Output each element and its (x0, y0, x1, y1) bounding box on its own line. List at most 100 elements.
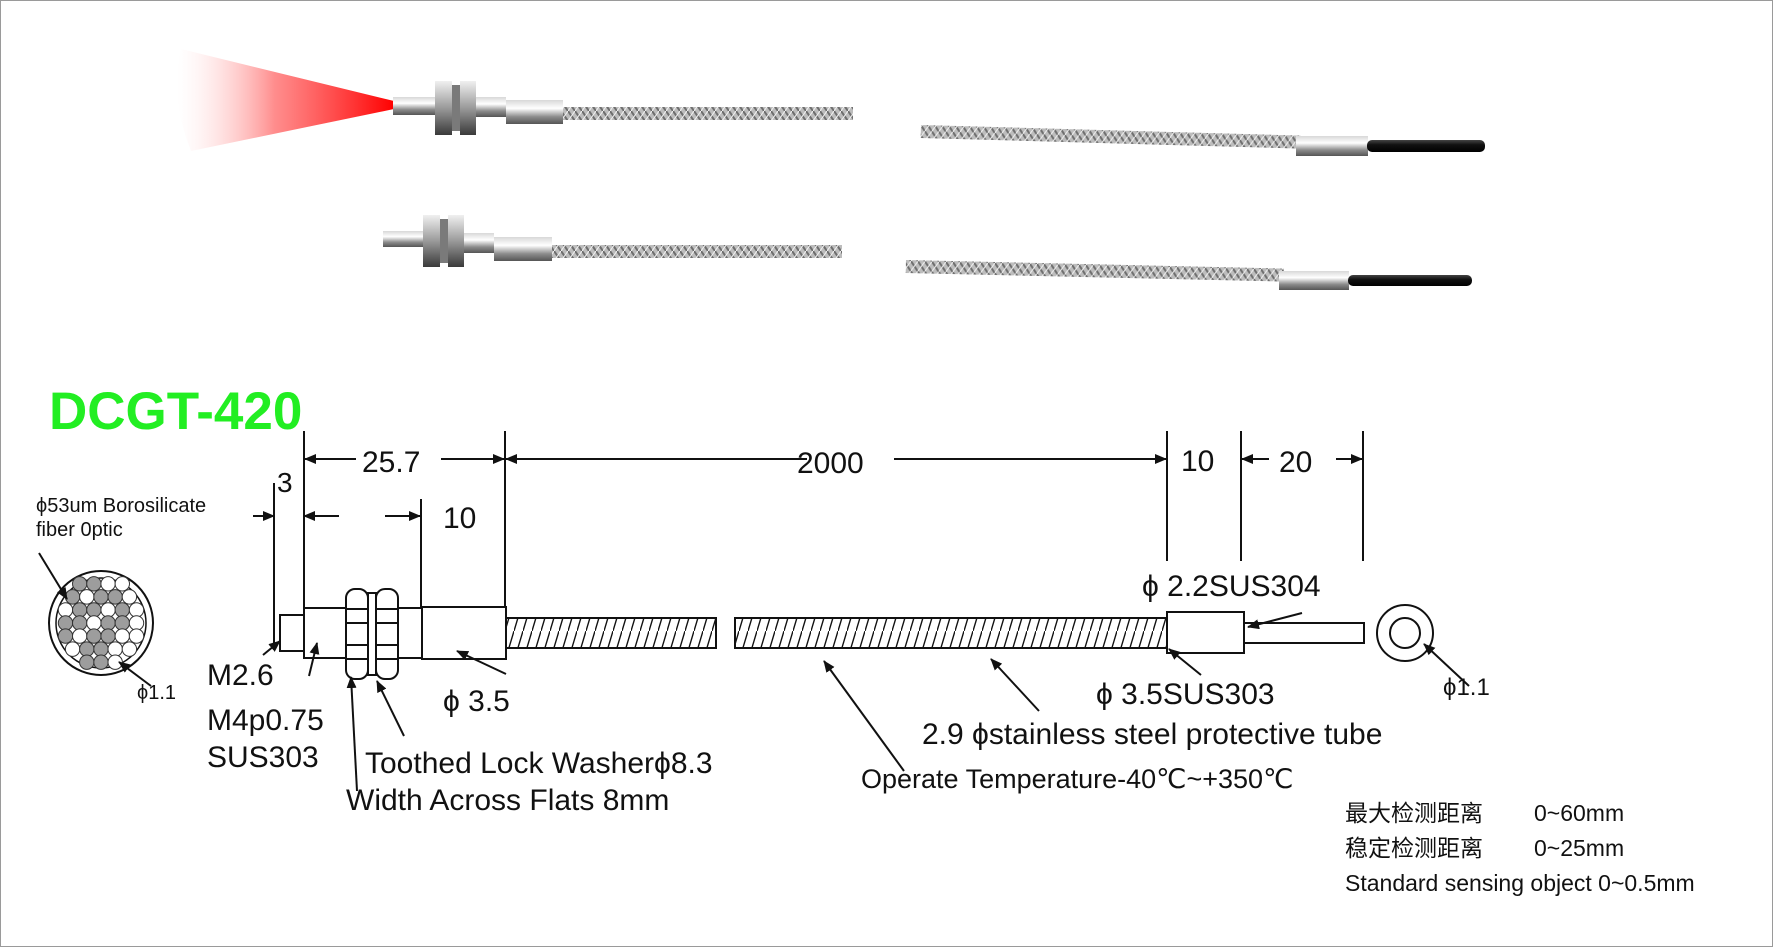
fiber-core (121, 589, 138, 605)
fiber-core (72, 615, 88, 631)
protective-tube-hatched (734, 617, 1168, 649)
dim-cable-length: 2000 (797, 447, 864, 480)
spec-name: 稳定检测距离 (1345, 835, 1483, 861)
end-view-inner (1389, 617, 1421, 649)
thread-stud (383, 231, 423, 247)
fiber-core (128, 615, 145, 631)
fiber-core (93, 654, 109, 670)
fiber-core (100, 576, 116, 592)
fiber-core (57, 628, 74, 644)
braided-tube (552, 245, 842, 258)
fiber-core (86, 576, 102, 592)
spec-value: 0~25mm (1534, 835, 1624, 861)
dim-tip-length: 20 (1279, 446, 1312, 479)
light-beam (176, 49, 394, 151)
hex-nut (460, 81, 476, 135)
nut-outline (345, 588, 369, 680)
lock-washer (440, 219, 448, 263)
spec-name: Standard sensing object 0~0.5mm (1345, 870, 1695, 896)
nut-outline (375, 588, 399, 680)
ferrule (1279, 271, 1349, 290)
fiber-core (57, 602, 74, 618)
fiber-core (93, 641, 109, 657)
fiber-core (79, 589, 95, 605)
ferrule-spec-label: ϕ 3.5SUS303 (1096, 678, 1275, 711)
braided-tube (920, 124, 1301, 149)
threaded-body (476, 97, 506, 117)
sleeve-d3.5 (421, 606, 507, 660)
fiber-spec-line1: ϕ53um Borosilicate (36, 495, 206, 517)
fiber-bundle-section (48, 570, 154, 676)
sleeve (494, 237, 552, 261)
fiber-core (128, 628, 145, 644)
fiber-diameter: ϕ1.1 (137, 682, 176, 704)
fiber-core (114, 576, 131, 592)
model-title: DCGT-420 (49, 382, 302, 441)
braided-tube (905, 259, 1284, 282)
protective-tube-hatched (505, 617, 717, 649)
photo-sensor-with-beam (176, 49, 1485, 156)
flats-label: Width Across Flats 8mm (346, 784, 669, 817)
fiber-core (100, 615, 116, 631)
body-material-label: SUS303 (207, 741, 319, 774)
ferrule-d3.5 (1166, 611, 1245, 654)
spec-list: 最大检测距离 0~60mm 稳定检测距离 0~25mm Standard sen… (1345, 800, 1695, 896)
fiber-core (79, 654, 95, 670)
fiber-core (100, 602, 116, 618)
dim-thread-length: 3 (277, 467, 293, 498)
fiber-spec-line2: fiber 0ptic (36, 519, 123, 541)
hex-nut (423, 215, 440, 267)
body-thread-label: M4p0.75 (207, 704, 324, 737)
fiber-core (107, 589, 123, 605)
hex-nut (435, 81, 452, 135)
fiber-core (72, 576, 88, 592)
fiber-core (114, 628, 131, 644)
fiber-core (64, 589, 81, 605)
spec-name: 最大检测距离 (1345, 800, 1483, 826)
black-fiber-tip (1367, 140, 1485, 152)
fiber-core (72, 628, 88, 644)
dim-ferrule-length: 10 (1181, 445, 1214, 478)
ferrule (1296, 136, 1368, 156)
fiber-core (79, 641, 95, 657)
sleeve-diameter: ϕ 3.5 (443, 685, 510, 718)
photo-sensor (383, 215, 1472, 290)
end-view-diameter: ϕ1.1 (1443, 674, 1490, 701)
fiber-core (100, 628, 116, 644)
black-fiber-tip (1348, 275, 1472, 286)
lock-washer (452, 85, 460, 131)
hex-nut (448, 215, 464, 267)
tube-label: 2.9 ϕstainless steel protective tube (922, 718, 1382, 751)
washer-outline (367, 592, 377, 676)
tip-d2.2 (1243, 622, 1365, 644)
temperature-label: Operate Temperature-40℃~+350℃ (861, 764, 1293, 794)
fiber-core (57, 615, 74, 631)
sensor-drawing (279, 588, 1434, 680)
fiber-core (107, 641, 123, 657)
fiber-core (86, 615, 102, 631)
dim-head-length: 25.7 (362, 446, 420, 479)
braided-tube (563, 107, 853, 120)
dimension-lines (253, 454, 1363, 521)
fiber-core (72, 602, 88, 618)
fiber-core (64, 641, 81, 657)
fiber-core (93, 589, 109, 605)
dim-sleeve-length: 10 (443, 502, 476, 535)
fiber-core (86, 628, 102, 644)
fiber-core (114, 615, 131, 631)
fiber-core (114, 602, 131, 618)
thread-label: M2.6 (207, 659, 274, 692)
fiber-core (121, 641, 138, 657)
sleeve (506, 100, 563, 124)
fiber-core (128, 602, 145, 618)
washer-label: Toothed Lock Washerϕ8.3 (365, 747, 713, 780)
thread-m2.6 (279, 614, 305, 652)
threaded-body (464, 233, 494, 253)
thread-stud (393, 97, 435, 115)
spec-value: 0~60mm (1534, 800, 1624, 826)
leader-arrows (38, 552, 1470, 792)
tip-spec-label: ϕ 2.2SUS304 (1142, 570, 1321, 603)
fiber-core (86, 602, 102, 618)
